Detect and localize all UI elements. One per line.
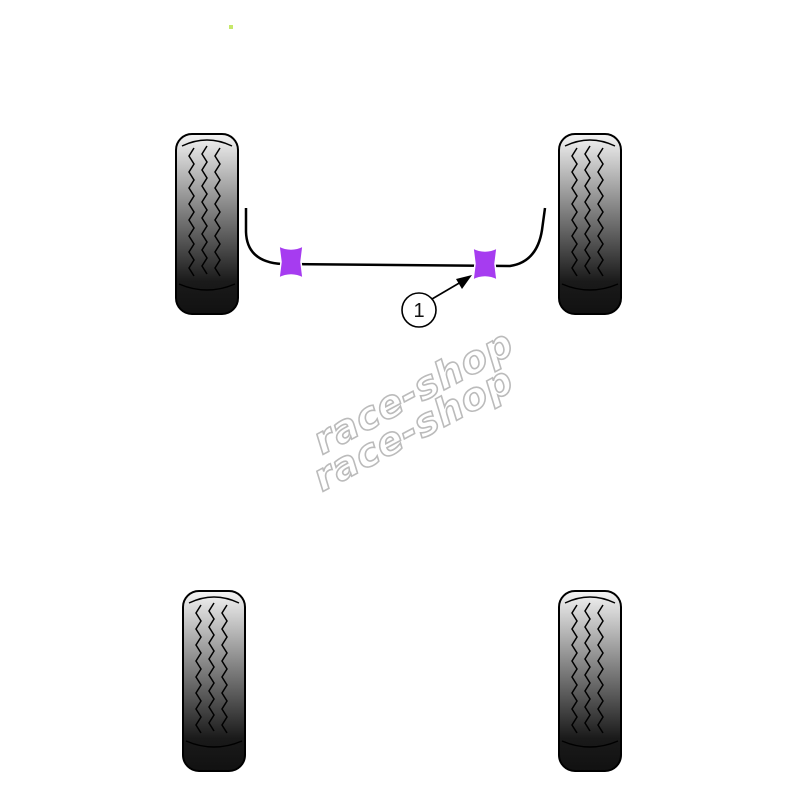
anti-roll-bar	[244, 207, 547, 268]
callout-arrowhead	[456, 275, 472, 289]
front-left-tyre	[175, 133, 239, 315]
corner-marker	[229, 25, 233, 29]
callout-number: 1	[413, 300, 424, 322]
front-right-tyre	[558, 133, 622, 315]
anti-roll-bar-bush-right	[472, 247, 498, 281]
rear-right-tyre	[558, 590, 622, 772]
rear-left-tyre	[182, 590, 246, 772]
race-shop-watermark: race-shop race-shop	[305, 320, 522, 501]
anti-roll-bar-bush-left	[278, 245, 304, 279]
callout-1: 1	[401, 275, 472, 328]
